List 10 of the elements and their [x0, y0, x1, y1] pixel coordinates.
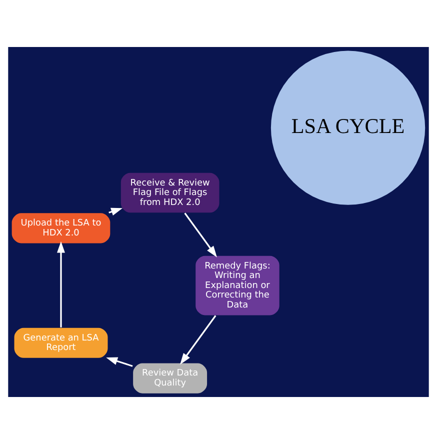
node-box: Review Data Quality [132, 362, 208, 394]
arrow [106, 357, 133, 367]
node-box: Remedy Flags: Writing an Explanation or Correcting the Data [194, 255, 280, 316]
node-circle: LSA CYCLE [270, 50, 426, 206]
arrow [57, 241, 65, 328]
node-box: Generate an LSA Report [13, 327, 109, 359]
node-box: Receive & Review Flag File of Flags from HDX 2.0 [120, 172, 220, 214]
arrow [180, 315, 216, 365]
arrow [184, 212, 217, 258]
node-box: Upload the LSA to HDX 2.0 [11, 212, 111, 244]
